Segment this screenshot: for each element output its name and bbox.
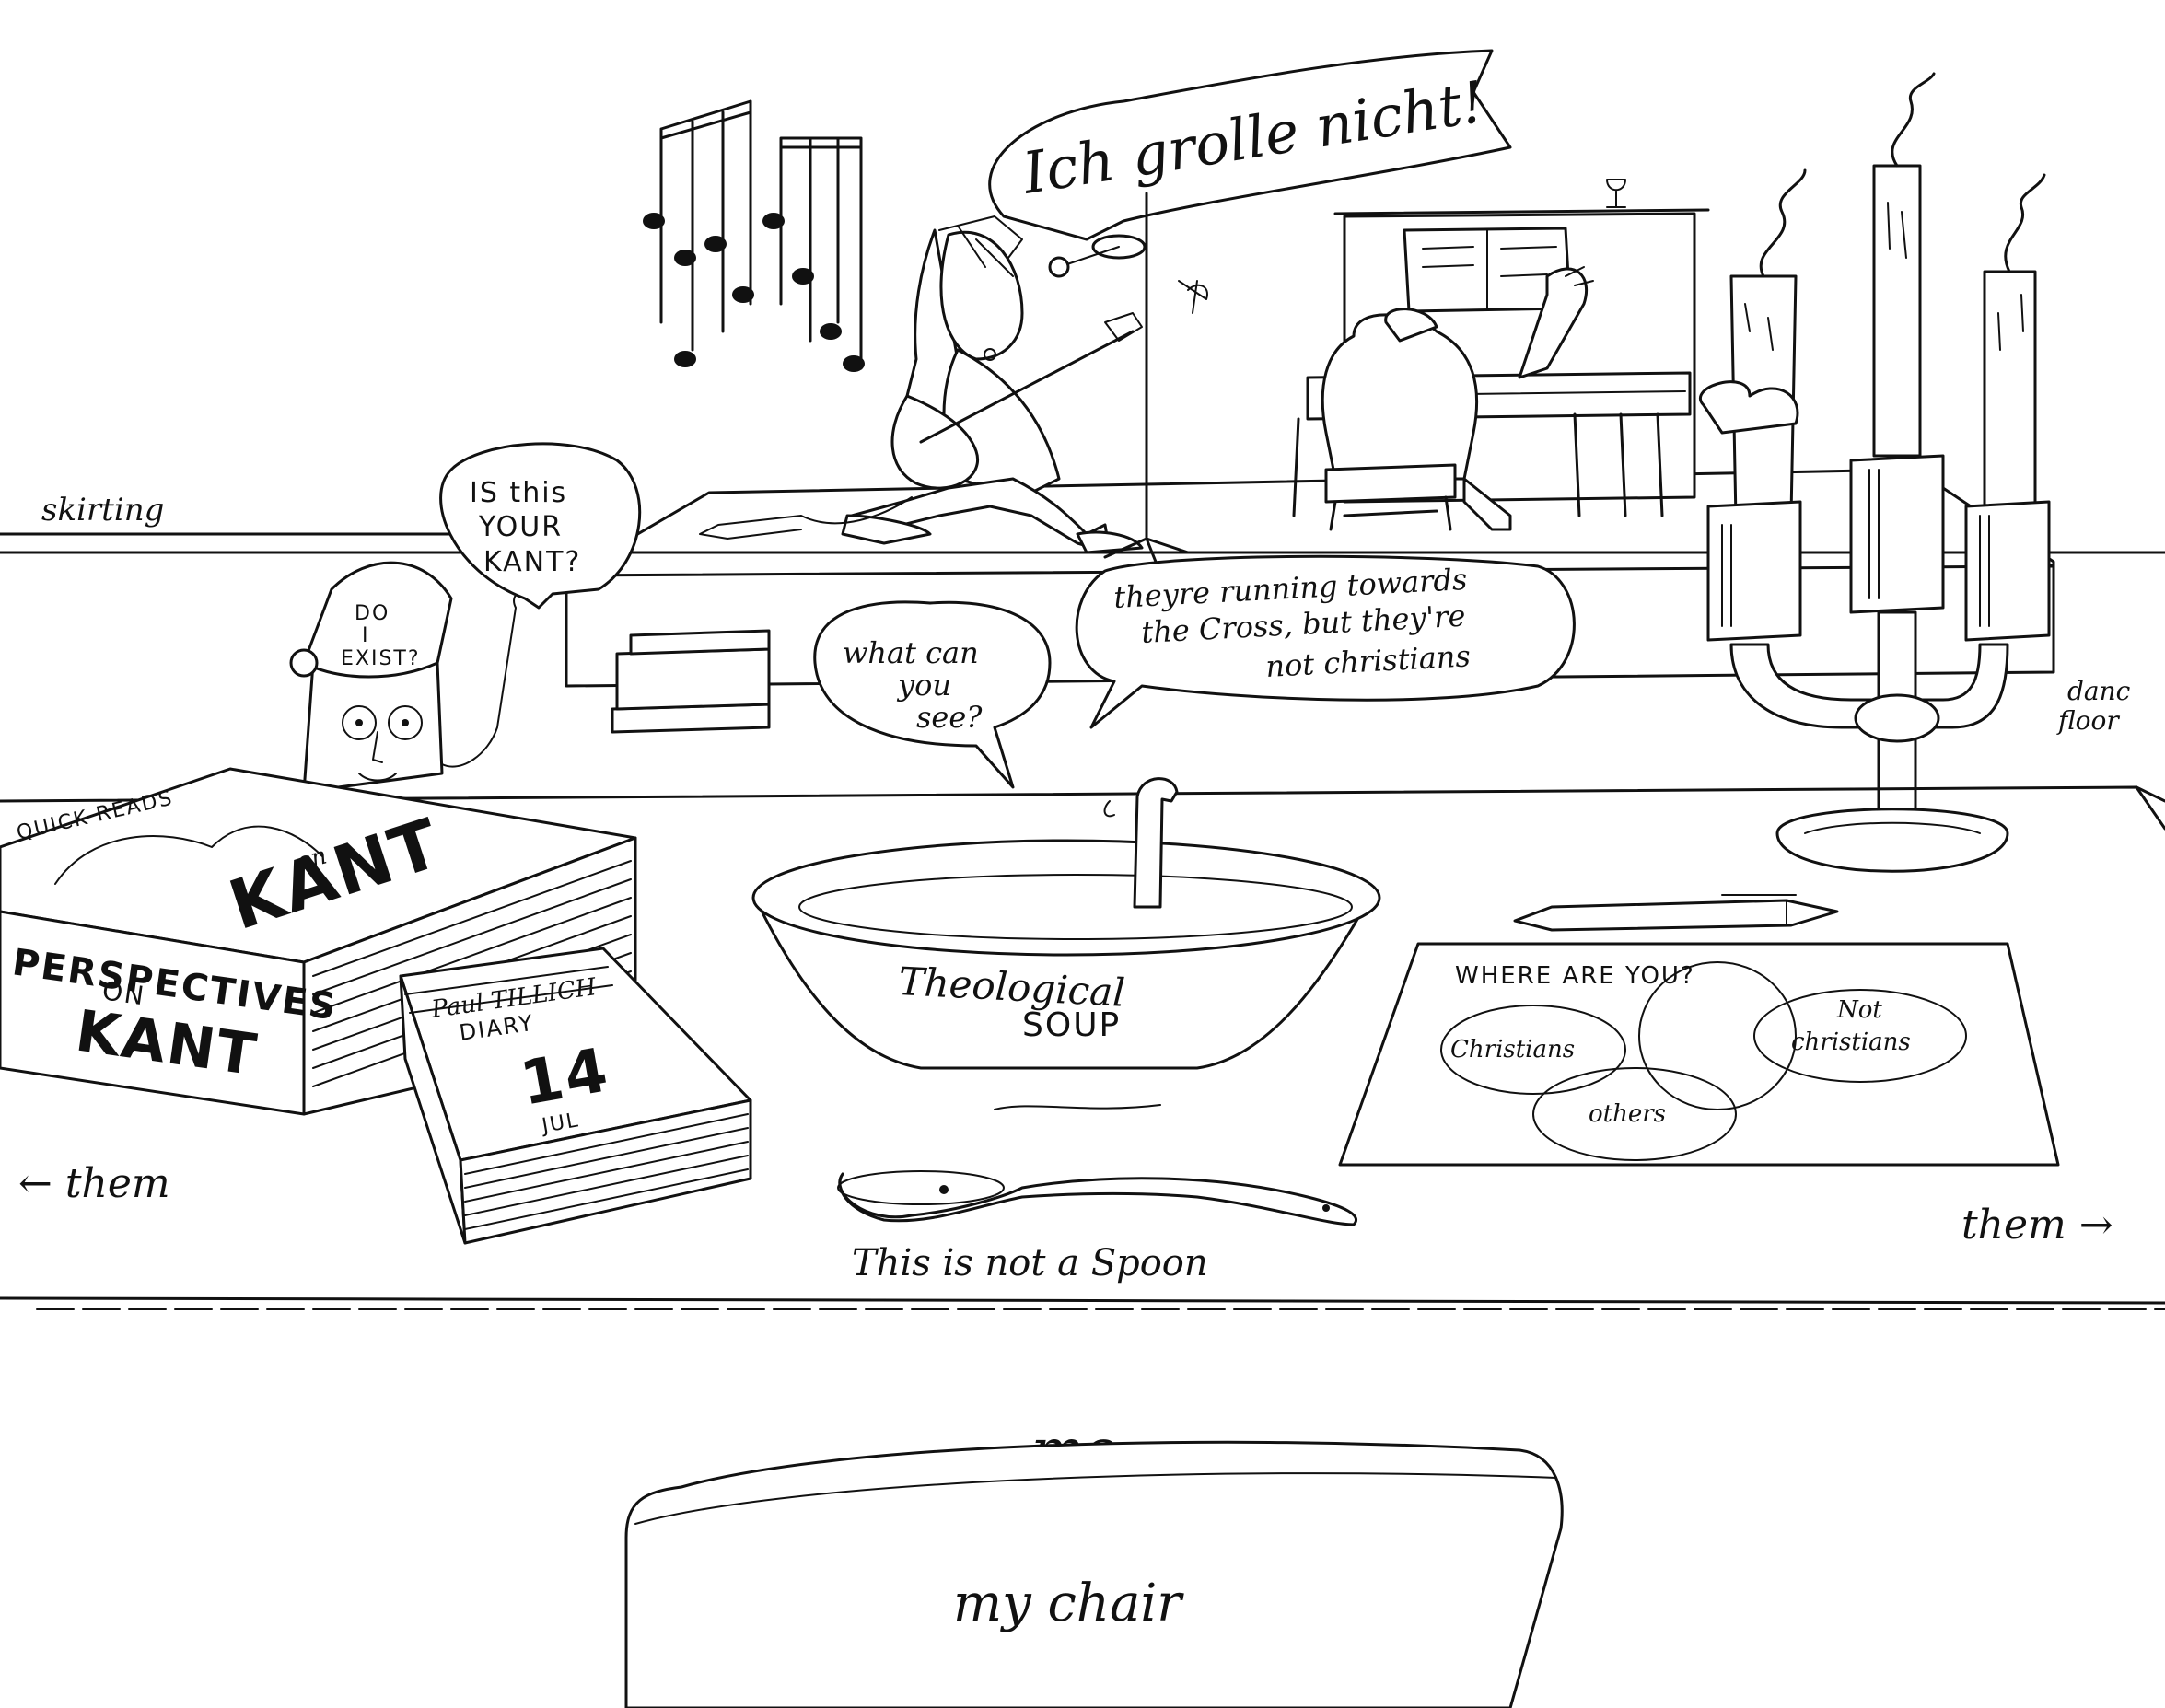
dance-floor-label-line2: floor <box>2056 705 2120 736</box>
candelabra <box>1699 72 2051 873</box>
venn-sheet <box>1338 942 2060 1167</box>
pen <box>1513 894 1839 932</box>
singer-speech-bubble <box>988 49 1512 241</box>
what-can-you-see-bubble <box>813 600 1052 789</box>
see-line1: what can <box>843 635 979 670</box>
soup-bowl <box>751 777 1381 1110</box>
tillich-diary <box>399 947 752 1245</box>
spoon <box>837 1170 1357 1226</box>
skirting-label: skirting <box>41 492 164 529</box>
venn-left-label: Christians <box>1450 1036 1575 1063</box>
hat-line2: I <box>362 624 370 647</box>
book-on-spine: ON <box>100 975 147 1011</box>
them-left-label: ← them <box>18 1160 170 1207</box>
soup-line2: SOUP <box>1022 1006 1121 1044</box>
venn-title: WHERE ARE YOU? <box>1455 962 1695 990</box>
kant-speech-bubble <box>439 442 642 610</box>
venn-bottom-label: others <box>1589 1100 1666 1128</box>
kant-man <box>289 561 530 794</box>
dance-floor-label-line1: danc <box>2067 676 2131 706</box>
wine-glass-icon <box>1606 179 1626 208</box>
table <box>0 785 2165 1310</box>
kant-speech-line1: IS this <box>470 477 567 509</box>
spoon-caption: This is not a Spoon <box>852 1242 1208 1284</box>
kant-speech-line3: KANT? <box>483 546 581 578</box>
guitarist <box>699 215 1144 554</box>
kant-speech-line2: YOUR <box>478 511 563 543</box>
pianist <box>1321 266 1594 531</box>
microphone-stand <box>1048 192 1190 564</box>
see-line2: you <box>896 668 951 703</box>
venn-right-label-line1: Not <box>1836 996 1882 1024</box>
music-notes-icon <box>643 99 865 372</box>
cross-speech-bubble <box>1075 554 1576 729</box>
see-line3: see? <box>916 700 983 735</box>
chair-label: my chair <box>953 1574 1184 1633</box>
stage-steps <box>611 629 771 734</box>
hat-line1: DO <box>355 602 390 625</box>
chair <box>624 1440 1564 1708</box>
small-music-stand <box>1178 280 1208 314</box>
diary-day: 14 <box>515 1034 614 1119</box>
hat-line3: EXIST? <box>341 647 421 670</box>
them-right-label: them → <box>1961 1202 2113 1249</box>
venn-right-label-line2: christians <box>1791 1028 1911 1056</box>
